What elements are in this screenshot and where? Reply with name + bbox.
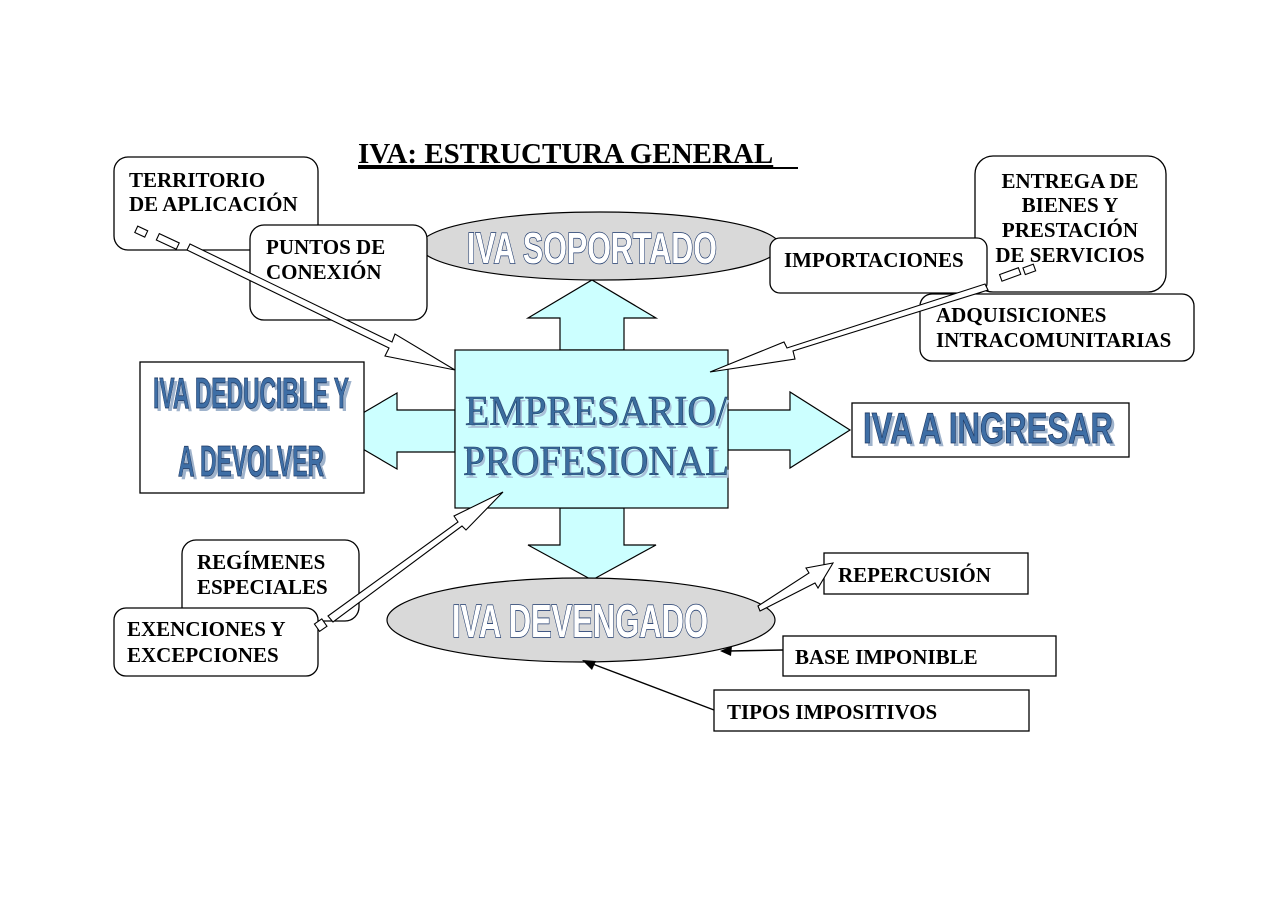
territorio-line-2: DE APLICACIÓN	[129, 192, 298, 216]
arrow-entrega-to-center	[709, 283, 989, 373]
exenciones-line-1: EXENCIONES Y	[127, 617, 286, 641]
regimenes-line-2: ESPECIALES	[197, 575, 328, 599]
arrow-tipos-to-devengado	[589, 662, 715, 711]
puntos-line-1: PUNTOS DE	[266, 235, 385, 259]
dash-1	[134, 225, 149, 238]
page-title: IVA: ESTRUCTURA GENERAL	[358, 138, 773, 170]
arrow-tipos-head	[582, 660, 596, 670]
tipos-label: TIPOS IMPOSITIVOS	[727, 700, 937, 724]
dash-3	[998, 267, 1022, 282]
repercusion-label: REPERCUSIÓN	[838, 563, 991, 587]
arrow-base-to-devengado	[727, 649, 784, 652]
arrow-up	[525, 279, 659, 351]
importaciones-box: IMPORTACIONES	[769, 237, 988, 294]
dash-5	[313, 618, 328, 633]
iva-devengado-ellipse: IVA DEVENGADO	[386, 577, 776, 663]
cross-arrows	[330, 279, 852, 581]
exenciones-line-2: EXCEPCIONES	[127, 643, 279, 667]
repercusion-box: REPERCUSIÓN	[823, 552, 1029, 595]
thin-arrows	[582, 646, 784, 711]
territorio-line-1: TERRITORIO	[129, 168, 265, 192]
importaciones-label: IMPORTACIONES	[784, 248, 964, 272]
empresario-box: EMPRESARIO/ EMPRESARIO/ PROFESIONAL PROF…	[454, 349, 731, 509]
iva-devengado-label: IVA DEVENGADO	[452, 595, 708, 647]
dash-2	[155, 232, 180, 251]
puntos-line-2: CONEXIÓN	[266, 260, 382, 284]
deducible-shadow-1: IVA DEDUCIBLE Y	[156, 372, 352, 421]
entrega-line-4: DE SERVICIOS	[995, 243, 1144, 267]
iva-soportado-label: IVA SOPORTADO	[467, 224, 717, 273]
arrow-devengado-to-repercusion	[757, 562, 835, 612]
adquisiciones-line-2: INTRACOMUNITARIAS	[936, 328, 1171, 352]
exenciones-box: EXENCIONES Y EXCEPCIONES	[113, 607, 319, 677]
deducible-label-1: IVA DEDUCIBLE Y	[153, 369, 349, 418]
arrow-right	[727, 390, 852, 470]
ingresar-shadow: IVA A INGRESAR	[866, 407, 1116, 456]
connector-arrows	[134, 225, 1037, 633]
tipos-box: TIPOS IMPOSITIVOS	[713, 689, 1030, 732]
empresario-shadow-1: EMPRESARIO/	[467, 392, 729, 438]
arrow-down	[527, 507, 657, 581]
arrow-exenciones-to-center	[327, 491, 504, 623]
base-imponible-label: BASE IMPONIBLE	[795, 645, 978, 669]
ingresar-label: IVA A INGRESAR	[863, 404, 1113, 453]
iva-deducible-box: IVA DEDUCIBLE Y IVA DEDUCIBLE Y A DEVOLV…	[139, 361, 365, 494]
iva-ingresar-box: IVA A INGRESAR IVA A INGRESAR	[851, 402, 1130, 458]
empresario-label-1: EMPRESARIO/	[465, 389, 727, 435]
iva-soportado-ellipse: IVA SOPORTADO	[419, 211, 781, 281]
deducible-label-2: A DEVOLVER	[178, 437, 324, 486]
entrega-line-1: ENTREGA DE	[1001, 169, 1138, 193]
deducible-shadow-2: A DEVOLVER	[181, 440, 327, 489]
dash-4	[1022, 263, 1037, 276]
arrow-base-head	[720, 646, 732, 656]
adquisiciones-box: ADQUISICIONES INTRACOMUNITARIAS	[919, 293, 1195, 362]
entrega-line-3: PRESTACIÓN	[1002, 218, 1138, 242]
empresario-label-2: PROFESIONAL	[463, 439, 729, 485]
empresario-shadow-2: PROFESIONAL	[465, 442, 731, 488]
base-imponible-box: BASE IMPONIBLE	[782, 635, 1057, 677]
regimenes-box: REGÍMENES ESPECIALES	[181, 539, 360, 622]
adquisiciones-line-1: ADQUISICIONES	[936, 303, 1106, 327]
regimenes-line-1: REGÍMENES	[197, 550, 325, 574]
arrow-territorio-to-center	[186, 243, 456, 371]
entrega-line-2: BIENES Y	[1022, 193, 1119, 217]
entrega-box: ENTREGA DE BIENES Y PRESTACIÓN DE SERVIC…	[974, 155, 1167, 293]
puntos-box: PUNTOS DE CONEXIÓN	[249, 224, 428, 321]
